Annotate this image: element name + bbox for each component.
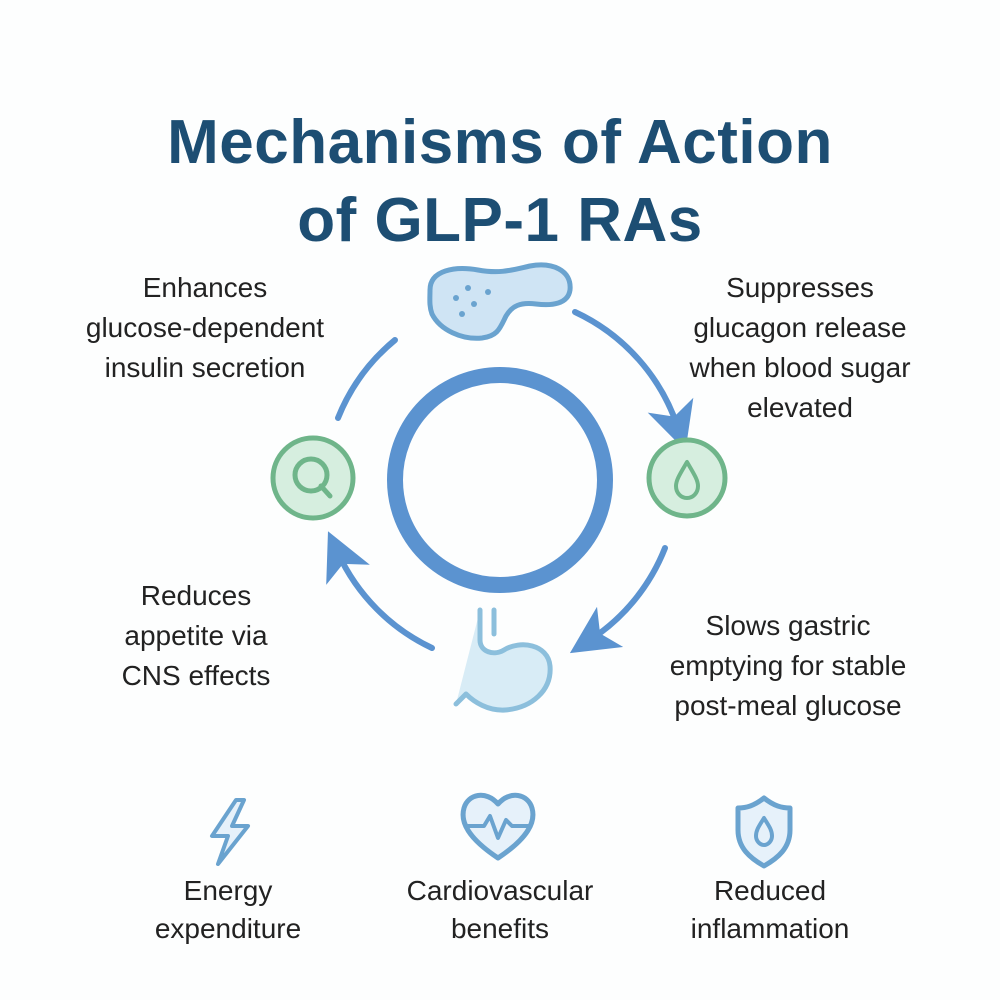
pancreas-icon bbox=[427, 262, 573, 341]
label-line: appetite via bbox=[124, 620, 268, 651]
page-title: Mechanisms of Action of GLP-1 RAs bbox=[0, 104, 1000, 260]
stomach-icon bbox=[453, 607, 553, 713]
title-line-2: of GLP-1 RAs bbox=[297, 185, 703, 255]
benefit-label-energy: Energy expenditure bbox=[118, 872, 338, 948]
label-line: benefits bbox=[450, 913, 550, 944]
label-line: CNS effects bbox=[121, 660, 271, 691]
droplet-icon bbox=[646, 437, 728, 519]
shield-droplet-icon bbox=[735, 795, 793, 869]
benefit-label-cardiovascular: Cardiovascular benefits bbox=[370, 872, 630, 948]
label-line: insulin secretion bbox=[104, 352, 306, 383]
mechanism-label-gastric: Slows gastric emptying for stable post-m… bbox=[638, 606, 938, 726]
label-line: glucagon release bbox=[693, 312, 907, 343]
label-line: expenditure bbox=[154, 913, 302, 944]
arrow-bottom-left bbox=[326, 531, 435, 651]
mechanism-label-glucagon: Suppresses glucagon release when blood s… bbox=[650, 268, 950, 428]
arrow-top-left bbox=[335, 337, 398, 421]
brain-icon bbox=[270, 435, 356, 521]
label-line: Suppresses bbox=[726, 272, 874, 303]
mechanism-label-appetite: Reduces appetite via CNS effects bbox=[86, 576, 306, 696]
heart-pulse-icon bbox=[460, 792, 536, 861]
benefit-label-inflammation: Reduced inflammation bbox=[660, 872, 880, 948]
label-line: glucose-dependent bbox=[85, 312, 325, 343]
label-line: post-meal glucose bbox=[674, 690, 902, 721]
lightning-icon bbox=[210, 798, 250, 866]
label-line: inflammation bbox=[690, 913, 850, 944]
label-line: when blood sugar bbox=[689, 352, 911, 383]
mechanism-label-insulin: Enhances glucose-dependent insulin secre… bbox=[55, 268, 355, 388]
label-line: Energy bbox=[183, 875, 273, 906]
label-line: elevated bbox=[747, 392, 853, 423]
title-line-1: Mechanisms of Action bbox=[167, 107, 833, 177]
arrow-top-right bbox=[572, 309, 694, 451]
central-ring bbox=[387, 367, 613, 593]
label-line: Slows gastric bbox=[705, 610, 871, 641]
label-line: emptying for stable bbox=[669, 650, 907, 681]
arrow-bottom-right bbox=[569, 545, 668, 654]
label-line: Reduced bbox=[713, 875, 827, 906]
label-line: Reduces bbox=[140, 580, 252, 611]
label-line: Cardiovascular bbox=[406, 875, 594, 906]
label-line: Enhances bbox=[142, 272, 268, 303]
